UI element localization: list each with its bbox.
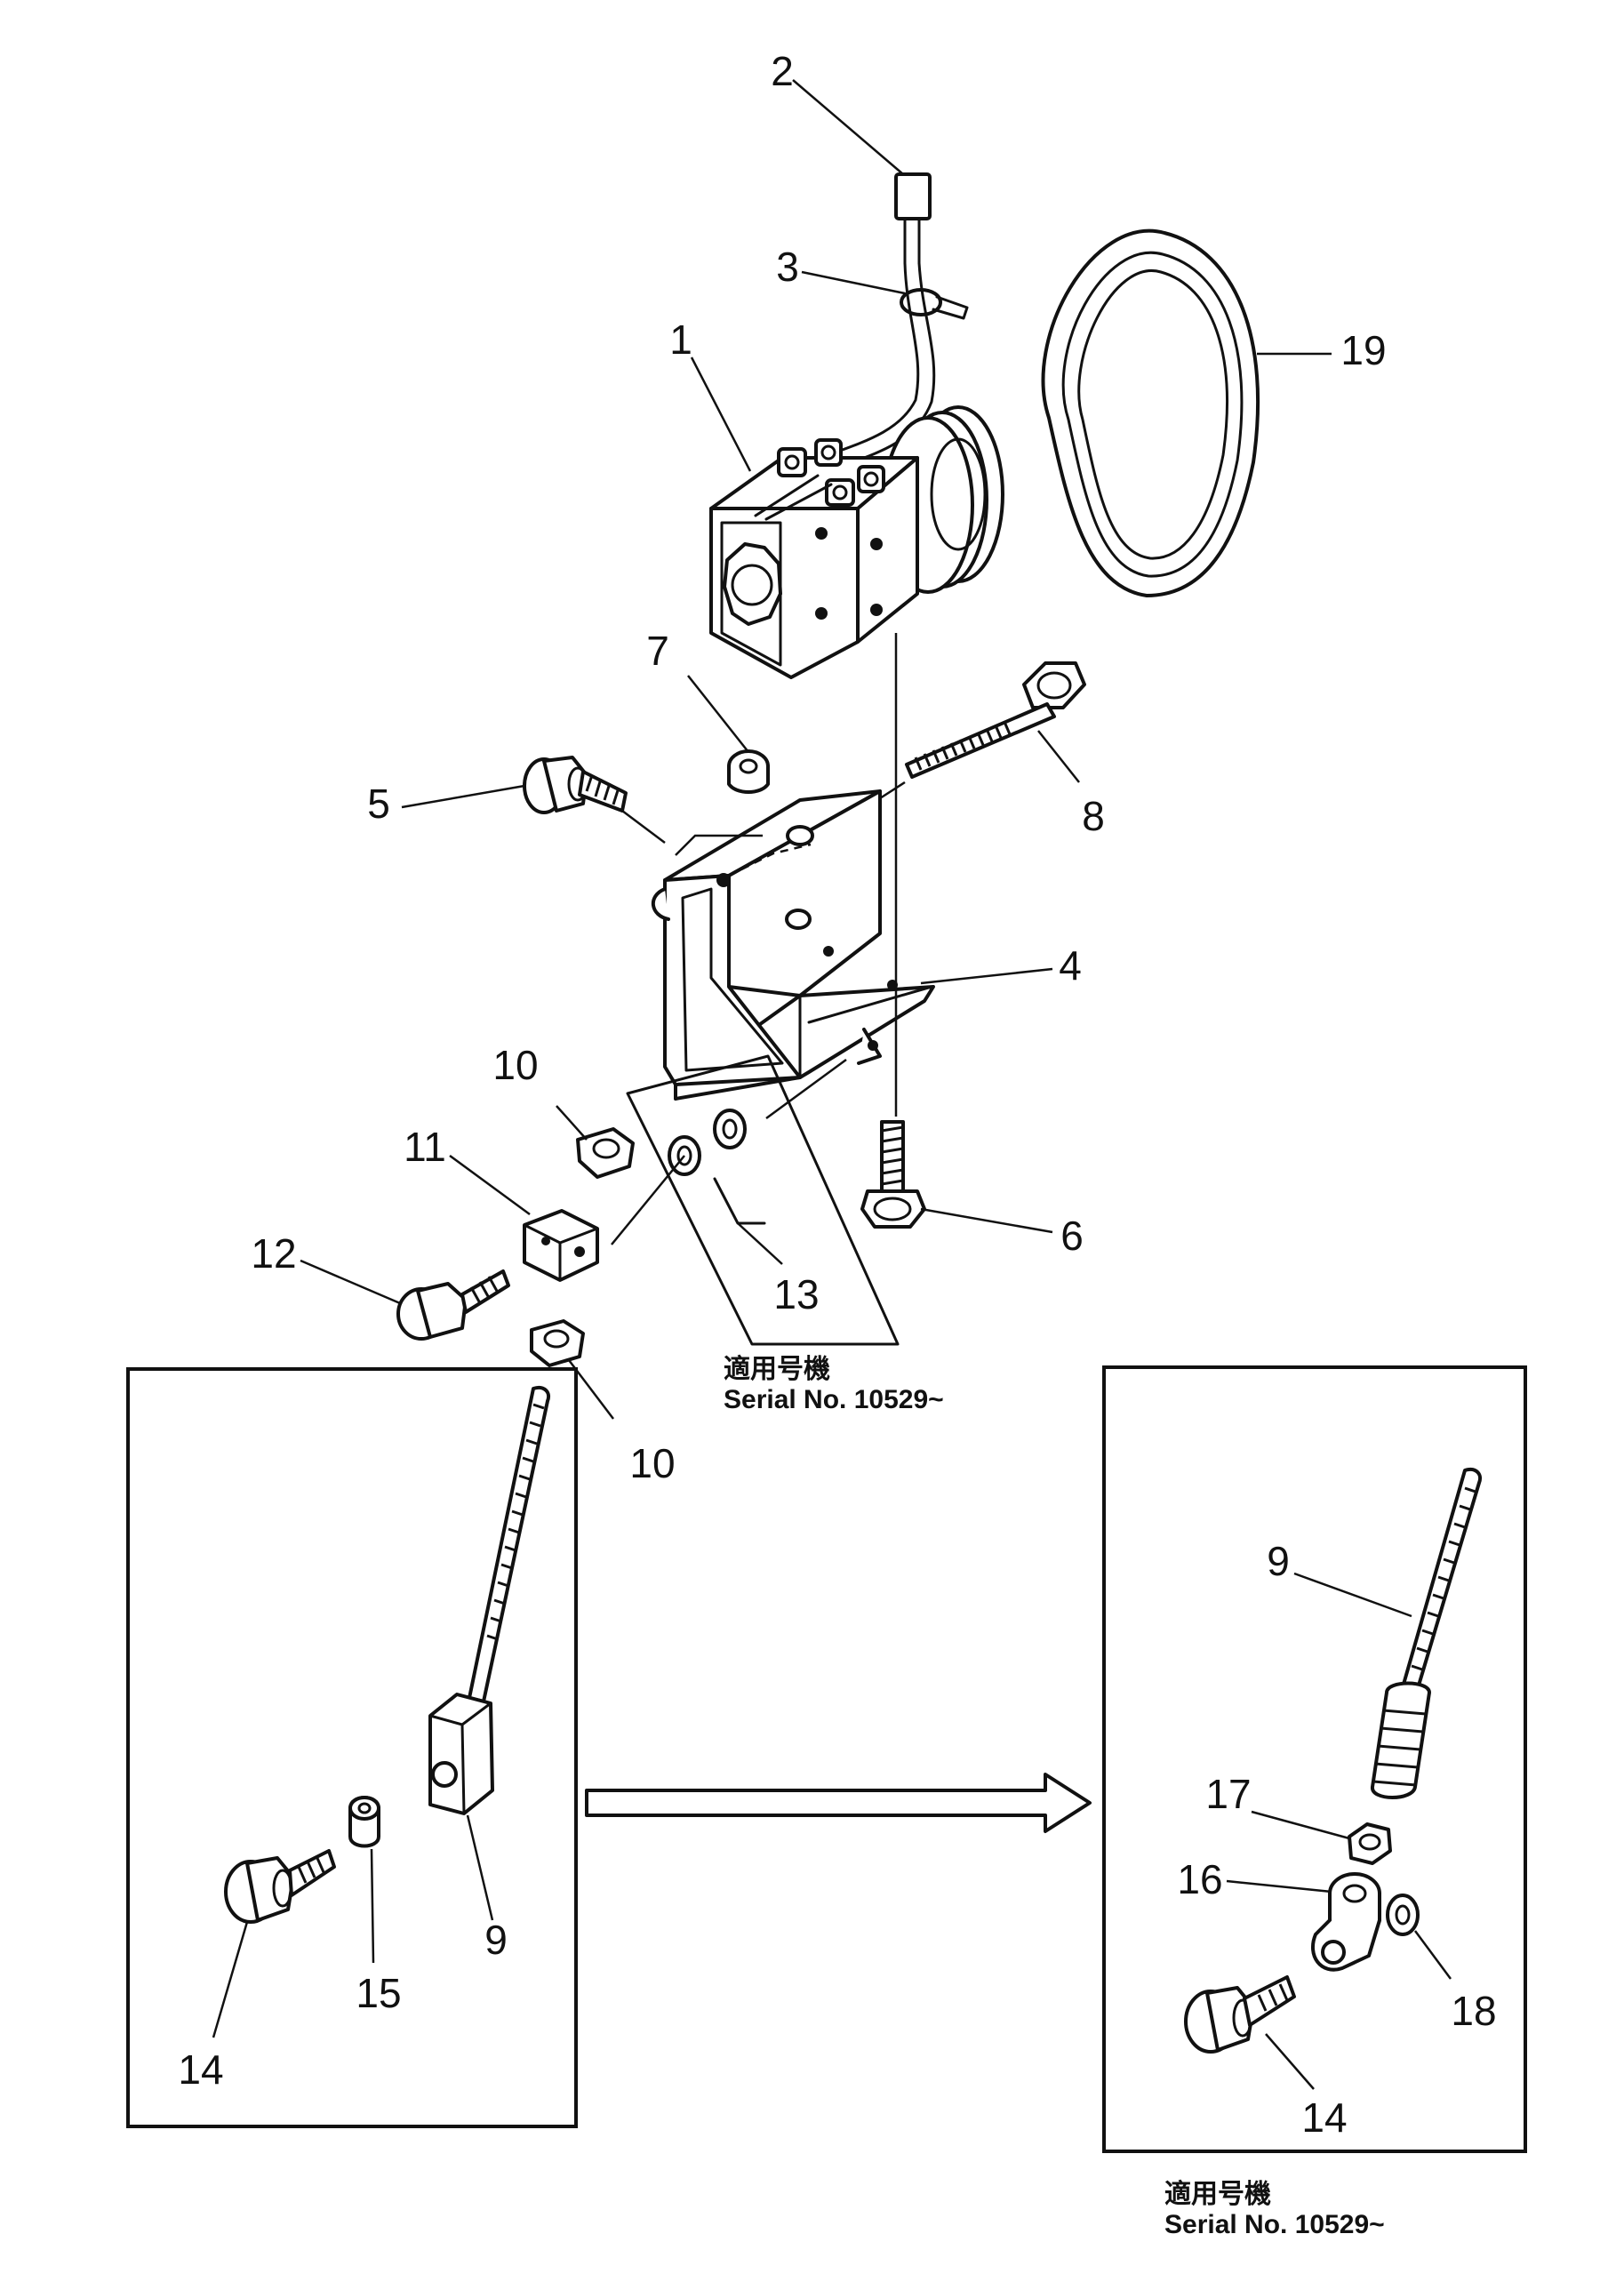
callout-19: 19 (1340, 327, 1386, 373)
ball-joint-part-16 (1310, 1872, 1381, 1972)
callout-10-upper: 10 (492, 1042, 538, 1088)
nut-part-7 (727, 749, 770, 794)
bolt-part-14-right (1184, 1975, 1296, 2054)
callout-3: 3 (776, 244, 799, 290)
long-bolt-part-8 (905, 661, 1086, 779)
callout-1: 1 (669, 316, 692, 363)
callout-13: 13 (773, 1271, 819, 1317)
callout-15: 15 (356, 1970, 401, 2016)
callout-2: 2 (771, 48, 794, 94)
serial-note-lower-jp: 適用号機 (1164, 2179, 1271, 2209)
callout-14-left: 14 (178, 2046, 223, 2093)
washer-part-13-b (713, 1109, 747, 1149)
callout-9-left: 9 (484, 1917, 508, 1963)
connector-part-2 (894, 172, 932, 265)
callout-8: 8 (1082, 793, 1105, 839)
callout-11: 11 (404, 1124, 446, 1170)
callout-6: 6 (1060, 1213, 1084, 1259)
callout-4: 4 (1059, 942, 1082, 989)
callout-14-right: 14 (1301, 2094, 1347, 2141)
serial-note-upper-serial: Serial No. 10529~ (724, 1385, 944, 1414)
right-inset-frame (1102, 1365, 1527, 2153)
nut-part-10-upper (576, 1127, 635, 1179)
block-part-11 (523, 1209, 599, 1282)
callout-5: 5 (367, 781, 390, 827)
serial-note-lower-serial: Serial No. 10529~ (1164, 2210, 1385, 2239)
spacer-part-15 (348, 1796, 380, 1848)
callout-10-lower: 10 (629, 1440, 675, 1486)
v-belt-part-19 (1041, 228, 1260, 597)
callout-17: 17 (1205, 1771, 1251, 1817)
callout-9-right: 9 (1267, 1538, 1290, 1584)
washer-part-18 (1386, 1894, 1420, 1936)
bracket-part-4 (651, 789, 935, 1101)
nut-part-10-lower (530, 1319, 585, 1367)
callout-7: 7 (646, 628, 669, 674)
callout-12: 12 (251, 1230, 296, 1277)
callout-18: 18 (1451, 1988, 1496, 2034)
flange-bolt-part-6 (860, 1120, 926, 1229)
nut-part-17 (1348, 1822, 1392, 1865)
callout-16: 16 (1177, 1856, 1222, 1902)
serial-frame-upper (626, 1054, 900, 1346)
threaded-rod-part-9-left (428, 1386, 550, 1815)
transition-arrow (585, 1773, 1092, 1833)
left-inset-frame (126, 1367, 578, 2128)
compressor-part-1 (709, 405, 1004, 679)
compressor-cable (807, 261, 920, 464)
serial-note-upper-jp: 適用号機 (724, 1354, 830, 1384)
threaded-rod-part-9-right (1371, 1468, 1482, 1799)
